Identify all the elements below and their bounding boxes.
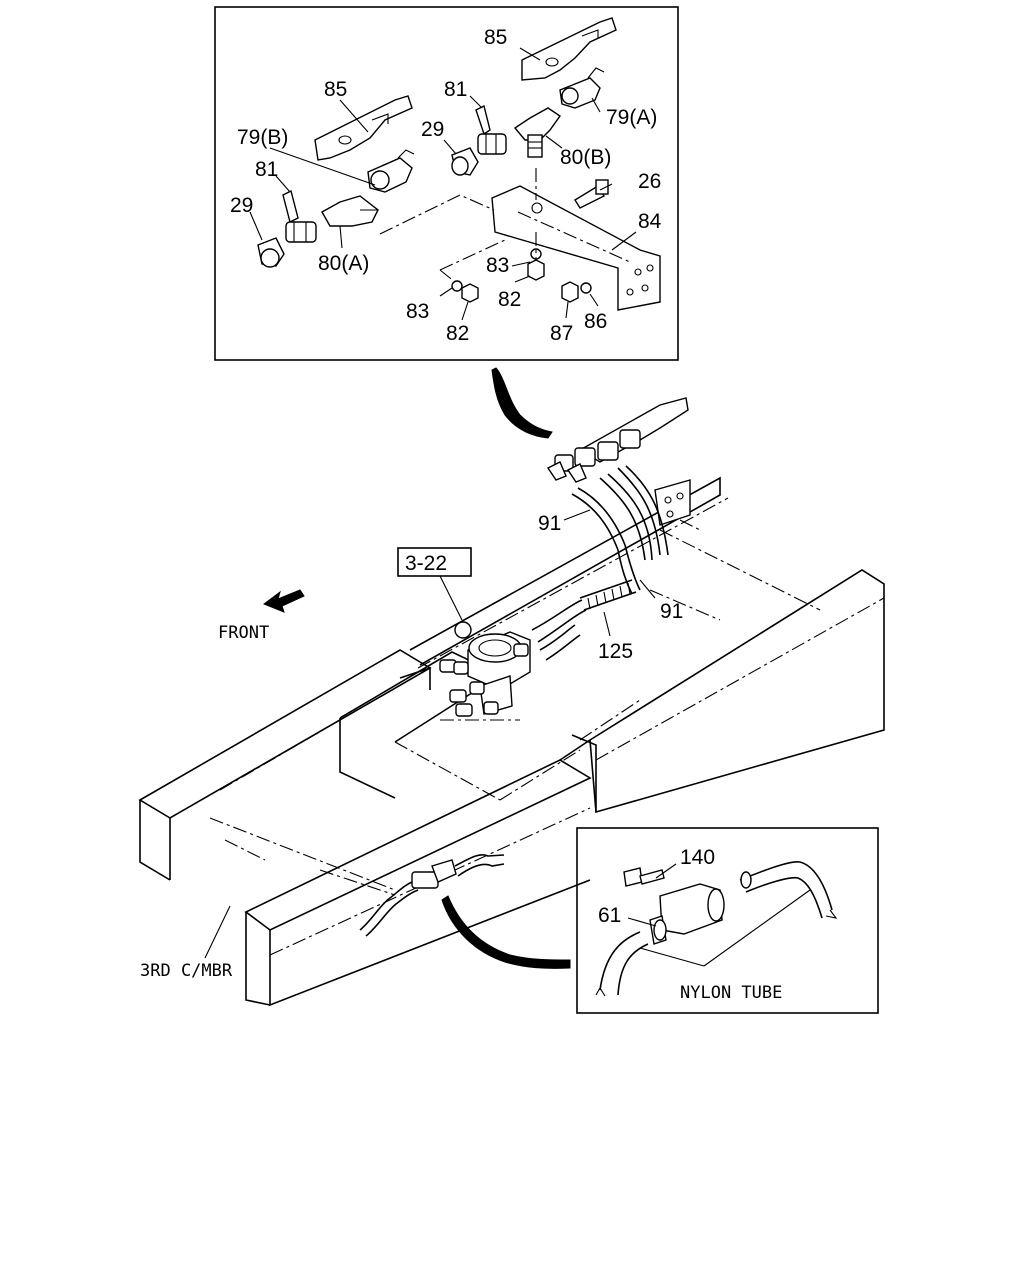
connector-detail [595, 861, 838, 997]
callout-87: 87 [550, 322, 573, 345]
callout-91-right: 91 [660, 600, 683, 623]
nylon-tube-label: NYLON TUBE [680, 983, 782, 1003]
callout-91-left: 91 [538, 512, 561, 535]
washer-83-left [451, 280, 463, 292]
callout-81-left: 81 [255, 158, 278, 181]
nut-82-center [527, 259, 545, 281]
callout-29-left: 29 [230, 194, 253, 217]
callout-83-center: 83 [486, 254, 509, 277]
callout-79b: 79(B) [237, 126, 288, 149]
elbow-29-left [257, 237, 285, 268]
nut-87 [561, 281, 579, 303]
detail-arrow-bottom [441, 895, 571, 969]
pipes-91 [571, 465, 669, 595]
bracket-85-left [314, 95, 413, 161]
relay-valve [439, 621, 531, 717]
ref-box-label: 3-22 [405, 552, 447, 575]
callout-84: 84 [638, 210, 662, 233]
callout-125: 125 [598, 640, 633, 663]
callout-80b: 80(B) [560, 146, 611, 169]
callout-80a: 80(A) [318, 252, 369, 275]
hose-125 [531, 579, 637, 661]
callout-82-center: 82 [498, 288, 521, 311]
cock-81-right [475, 104, 507, 155]
bracket-85-right [521, 17, 617, 81]
cock-81-left [282, 189, 317, 243]
washer-86 [580, 282, 592, 294]
nut-82-left [461, 283, 479, 303]
callout-83-left: 83 [406, 300, 429, 323]
front-arrow-icon [262, 589, 305, 613]
front-label: FRONT [218, 623, 269, 643]
callout-26: 26 [638, 170, 661, 193]
callout-85-right: 85 [484, 26, 507, 49]
callout-85-left: 85 [324, 78, 347, 101]
callout-140: 140 [680, 846, 715, 869]
callout-79a: 79(A) [606, 106, 657, 129]
elbow-29-right [451, 147, 479, 176]
callout-81-right: 81 [444, 78, 467, 101]
detail-frame-top [214, 6, 679, 361]
valve-79b [367, 149, 415, 193]
crossmember-label: 3RD C/MBR [140, 961, 233, 981]
callout-86: 86 [584, 310, 607, 333]
frame-rails [138, 476, 885, 1007]
detail-arrow-top [491, 367, 553, 439]
bolt-26 [574, 179, 609, 209]
tee-80b [513, 107, 561, 158]
lower-connector-installed [359, 853, 505, 937]
valve-79a [559, 67, 605, 109]
washer-83-center [530, 248, 542, 260]
tee-80a [321, 195, 379, 227]
callout-61: 61 [598, 904, 621, 927]
valve-assembly-installed [546, 397, 691, 526]
detail-frame-bottom [576, 827, 879, 1014]
callout-29-right: 29 [421, 118, 444, 141]
callout-82-left: 82 [446, 322, 469, 345]
ref-box-3-22 [397, 547, 472, 577]
